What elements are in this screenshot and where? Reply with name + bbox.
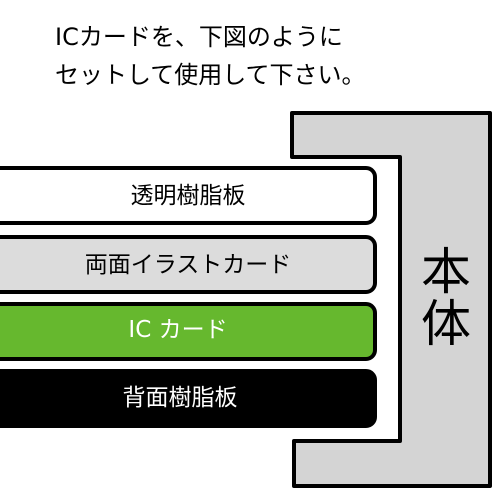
layer-transparent-resin-plate [0, 166, 377, 225]
layer-transparent-resin-plate-label: 透明樹脂板 [131, 183, 246, 209]
main-body-frame [290, 111, 492, 488]
layer-ic-card [0, 302, 377, 361]
instruction-line-2: セットして使用して下さい。 [55, 61, 366, 89]
layer-ic-card-label: IC カード [128, 317, 227, 343]
main-body-label-char-1: 本 [421, 243, 471, 301]
layer-illustration-card [0, 235, 377, 294]
layer-back-resin-plate-label: 背面樹脂板 [123, 385, 238, 411]
instruction-line-1: ICカードを、下図のように [55, 23, 343, 51]
instruction-text: ICカードを、下図のように セットして使用して下さい。 [55, 18, 485, 94]
layer-back-resin-plate [0, 369, 377, 428]
main-body-label-char-2: 体 [421, 295, 471, 353]
layer-illustration-card-label: 両面イラストカード [85, 252, 292, 278]
